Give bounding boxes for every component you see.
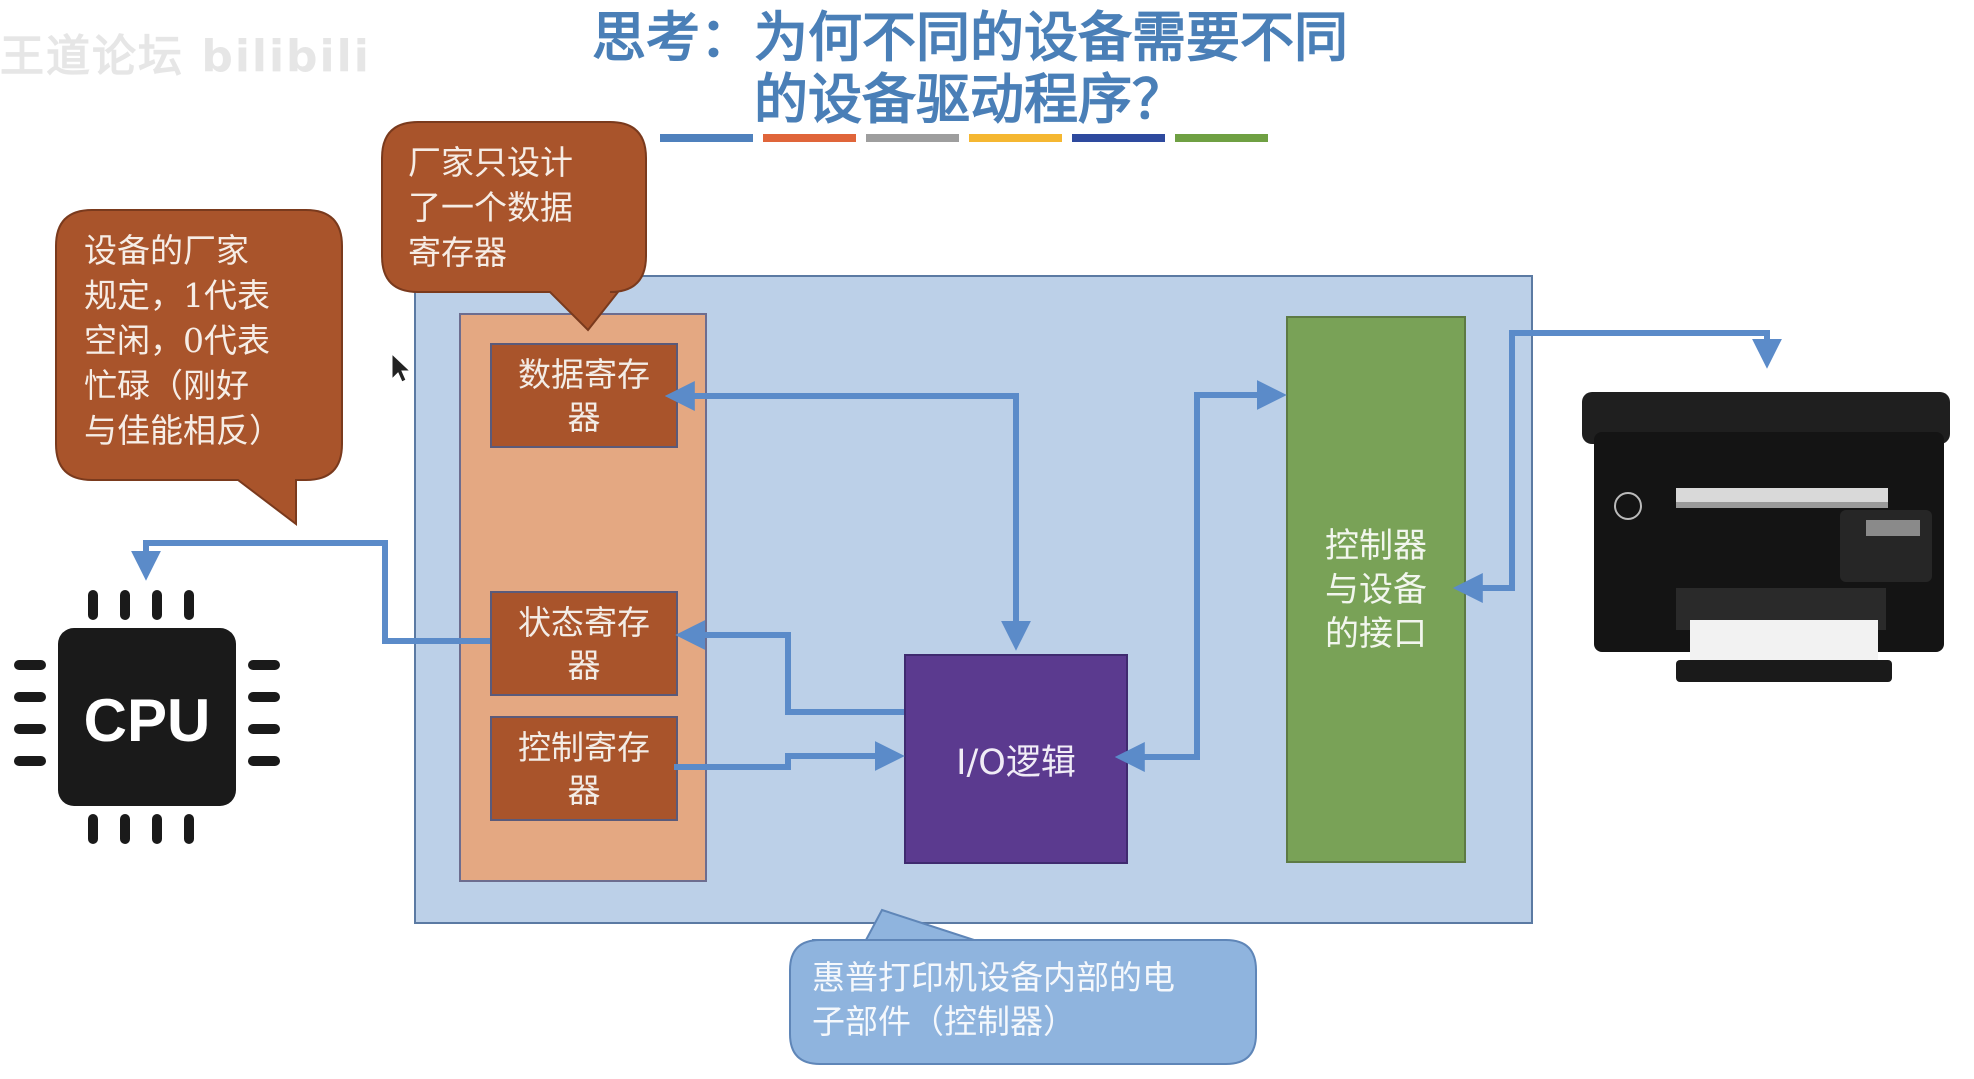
callout-status-note: 设备的厂家 规定，1代表 空闲，0代表 忙碌（刚好 与佳能相反） bbox=[84, 231, 282, 450]
status-register: 状态寄存器 bbox=[490, 591, 678, 696]
arrow-status-register-cpu bbox=[131, 540, 490, 644]
title-line-2: 的设备驱动程序？ bbox=[754, 67, 1186, 131]
cpu-chip-icon bbox=[14, 590, 280, 844]
title-line-1: 思考：为何不同的设备需要不同 bbox=[592, 5, 1348, 69]
title-colorbar-2 bbox=[763, 134, 856, 142]
title-colorbar-5 bbox=[1072, 134, 1165, 142]
title-colorbar-1 bbox=[660, 134, 753, 142]
callout-data-note: 厂家只设计 了一个数据 寄存器 bbox=[408, 143, 573, 272]
arrow-printer-interface bbox=[1452, 330, 1782, 603]
arrow-control-register-io bbox=[674, 741, 905, 771]
title-colorbar-6 bbox=[1175, 134, 1268, 142]
arrow-data-register-io bbox=[664, 381, 1031, 651]
mouse-cursor-icon bbox=[391, 352, 412, 383]
callout-controller-note: 惠普打印机设备内部的电 子部件（控制器） bbox=[812, 958, 1175, 1041]
arrow-io-status-register bbox=[675, 620, 904, 715]
title-colorbar-4 bbox=[969, 134, 1062, 142]
callout-data-note-bubble bbox=[381, 121, 647, 332]
callout-controller-note-bubble bbox=[789, 908, 1257, 1065]
callout-status-note-bubble bbox=[55, 209, 343, 527]
arrow-io-interface bbox=[1114, 380, 1287, 772]
title-colorbar-3 bbox=[866, 134, 959, 142]
cpu-label: CPU bbox=[83, 687, 211, 754]
io-logic: I/O逻辑 bbox=[904, 654, 1128, 864]
control-register: 控制寄存器 bbox=[490, 716, 678, 821]
slide-title: 思考：为何不同的设备需要不同 的设备驱动程序？ bbox=[560, 6, 1380, 130]
hp-printer-icon bbox=[1582, 392, 1950, 682]
data-register: 数据寄存器 bbox=[490, 343, 678, 448]
watermark: 王道论坛 bilibili bbox=[0, 31, 371, 82]
device-interface: 控制器与设备的接口 bbox=[1286, 316, 1466, 863]
